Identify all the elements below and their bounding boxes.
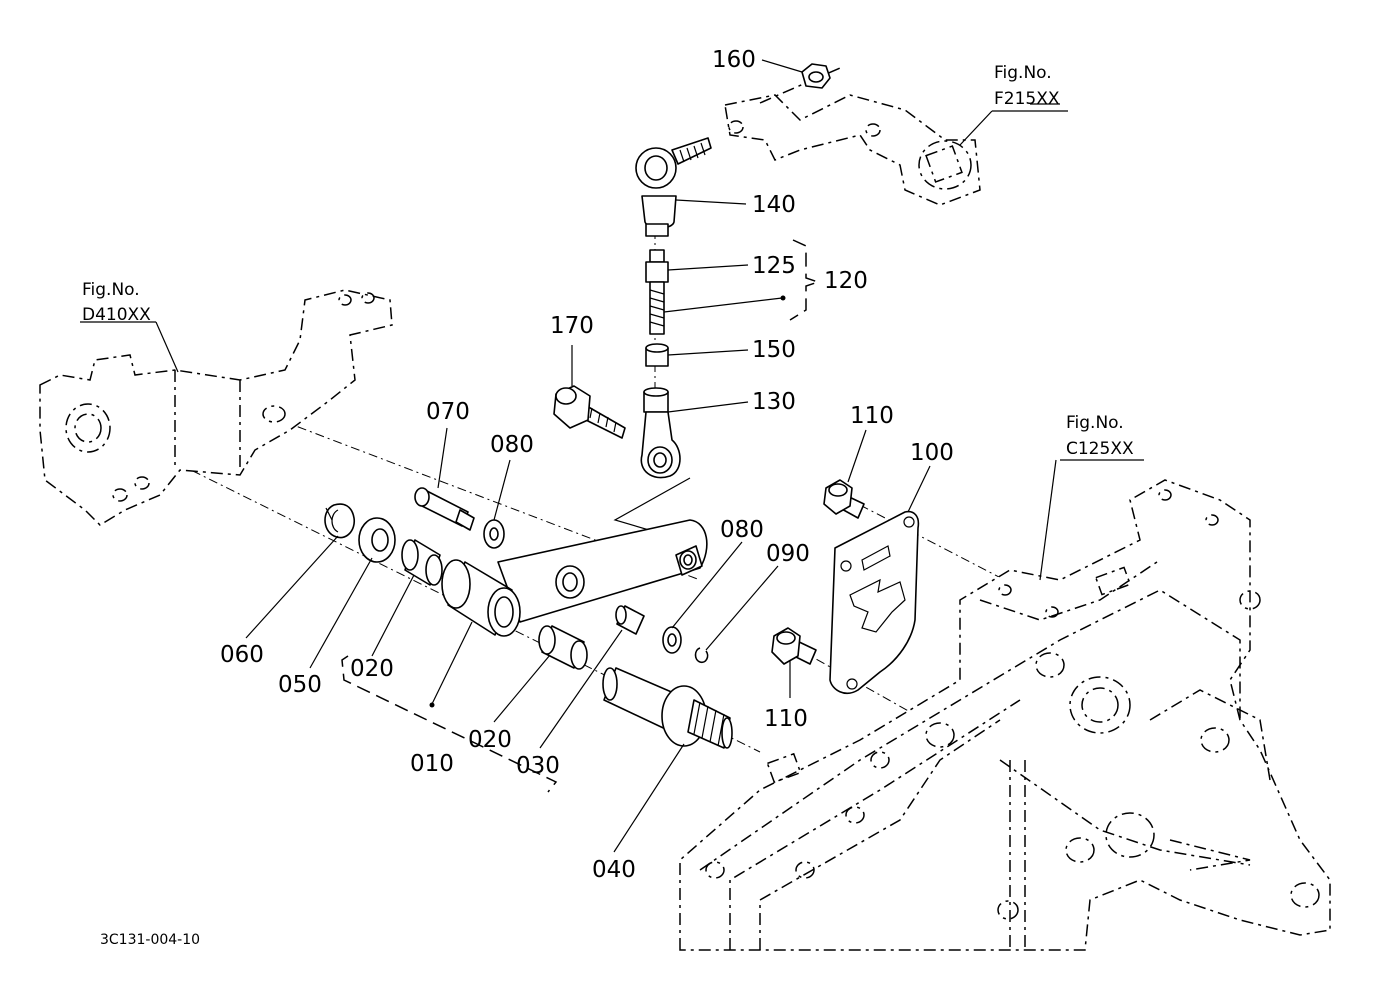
label-170: 170	[550, 313, 594, 339]
housing-c125	[679, 479, 1331, 951]
figure-ref-c125-top: Fig.No.	[1066, 413, 1124, 433]
label-140: 140	[752, 192, 796, 218]
label-040: 040	[592, 857, 636, 883]
label-090: 090	[766, 541, 810, 567]
label-100: 100	[910, 440, 954, 466]
group-bracket-010	[341, 655, 558, 793]
label-130: 130	[752, 389, 796, 415]
figure-ref-d410: Fig.No. D410XX	[82, 280, 151, 325]
part-140-ball-joint	[635, 137, 712, 237]
label-010: 010	[410, 751, 454, 777]
part-130-rod-end	[640, 387, 681, 479]
label-050: 050	[278, 672, 322, 698]
part-150-nut	[645, 343, 669, 367]
part-125-stud	[645, 249, 669, 335]
figure-ref-d410-bottom: D410XX	[82, 305, 151, 325]
part-labels: 160 140 125 120 150 130 170 110 100 070 …	[220, 47, 954, 883]
figure-ref-f215: Fig.No. F215XX	[994, 63, 1060, 109]
part-090-clip	[694, 647, 709, 664]
figure-ref-d410-top: Fig.No.	[82, 280, 140, 300]
part-060-snap-ring	[324, 503, 356, 539]
part-010-lever-plate	[497, 519, 708, 623]
label-120: 120	[824, 268, 868, 294]
diagram-code: 3C131-004-10	[100, 932, 200, 948]
figure-ref-f215-bottom: F215XX	[994, 89, 1060, 109]
lever-arm-f215	[724, 67, 981, 206]
part-010-tube	[441, 559, 521, 637]
part-030-pin	[615, 605, 645, 635]
leader-lines	[80, 59, 1144, 853]
bracket-d410	[39, 289, 393, 526]
label-020-left: 020	[350, 656, 394, 682]
label-110-upper: 110	[850, 403, 894, 429]
label-150: 150	[752, 337, 796, 363]
label-110-lower: 110	[764, 706, 808, 732]
label-160: 160	[712, 47, 756, 73]
part-160-nut	[801, 63, 831, 89]
part-020-bushing-left	[401, 539, 443, 586]
part-070-pin	[414, 487, 475, 531]
label-080-right: 080	[720, 517, 764, 543]
part-080-washer-right	[662, 626, 682, 654]
part-040-shaft	[602, 667, 733, 749]
part-110-bolt-upper	[823, 479, 865, 519]
part-080-washer-left	[483, 519, 505, 549]
figure-ref-c125: Fig.No. C125XX	[1066, 413, 1134, 459]
part-100-gasket	[829, 510, 920, 695]
label-060: 060	[220, 642, 264, 668]
figure-ref-c125-bottom: C125XX	[1066, 439, 1134, 459]
part-020-bushing-right	[538, 625, 588, 670]
part-170-bolt	[553, 385, 626, 439]
figure-ref-f215-top: Fig.No.	[994, 63, 1052, 83]
label-080-left: 080	[490, 432, 534, 458]
label-020-right: 020	[468, 727, 512, 753]
label-030: 030	[516, 753, 560, 779]
part-110-bolt-lower	[771, 627, 817, 665]
part-050-washer	[358, 517, 396, 563]
group-bracket-120	[789, 239, 821, 321]
label-125: 125	[752, 253, 796, 279]
label-070: 070	[426, 399, 470, 425]
